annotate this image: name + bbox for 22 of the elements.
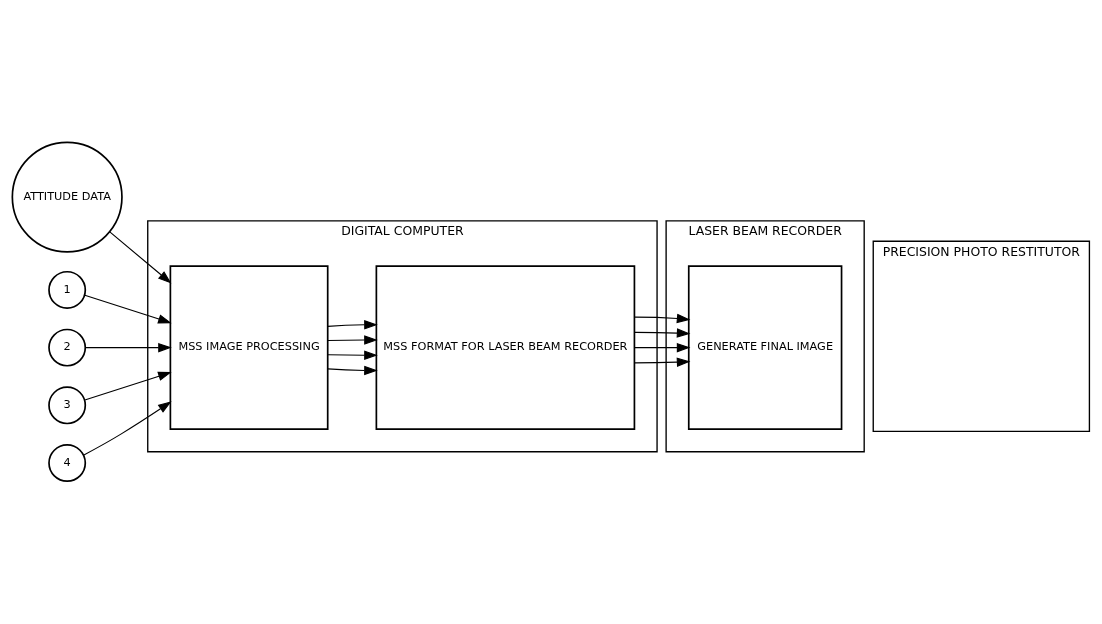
arrow (633, 357, 691, 367)
arrow (633, 342, 691, 353)
arrow (85, 342, 172, 353)
arrow (327, 350, 378, 360)
arrow (84, 371, 172, 401)
arrow (633, 313, 691, 324)
node-circle: 3 (48, 386, 87, 425)
arrow (84, 294, 172, 324)
arrow (83, 401, 172, 456)
arrow (327, 335, 378, 345)
node-circle: 2 (48, 328, 87, 367)
node-box: GENERATE FINAL IMAGE (687, 265, 843, 430)
node-circle: ATTITUDE DATA (11, 141, 123, 253)
arrow (633, 328, 691, 338)
node-box: MSS FORMAT FOR LASER BEAM RECORDER (375, 265, 636, 430)
node-circle: 4 (48, 444, 87, 483)
arrow (108, 231, 172, 284)
arrow (327, 320, 378, 330)
node-circle: 1 (48, 270, 87, 309)
node-box: MSS IMAGE PROCESSING (169, 265, 329, 430)
arrow (327, 365, 378, 376)
node-box: PRECISION PHOTO RESTITUTOR (872, 240, 1091, 433)
